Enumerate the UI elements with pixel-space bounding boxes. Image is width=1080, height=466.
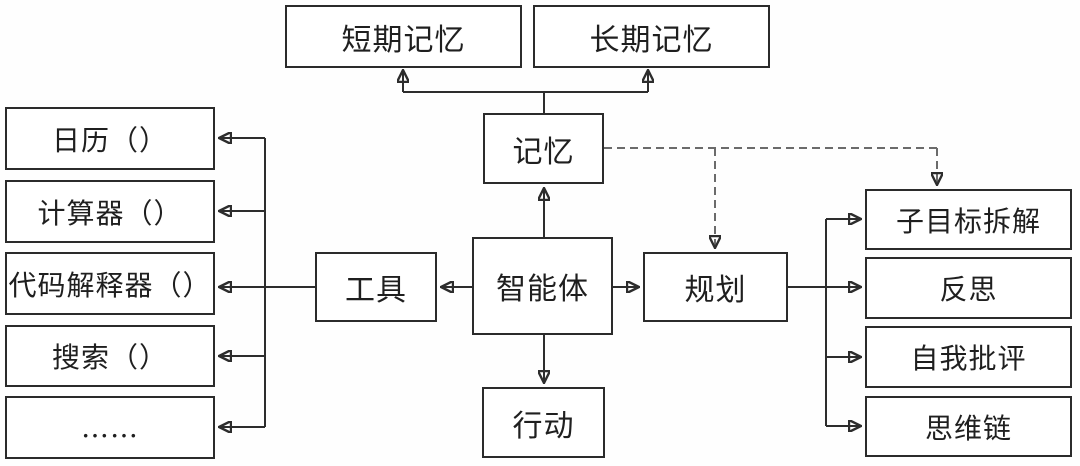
node-planning: 规划 bbox=[643, 252, 788, 322]
node-action: 行动 bbox=[482, 387, 605, 458]
node-agent: 智能体 bbox=[472, 237, 613, 335]
node-long-term-memory: 长期记忆 bbox=[533, 5, 770, 68]
node-memory: 记忆 bbox=[483, 113, 604, 184]
node-planning-chain-of-thought: 思维链 bbox=[865, 396, 1072, 457]
node-tool-search: 搜索（） bbox=[5, 325, 215, 387]
node-tools: 工具 bbox=[315, 252, 437, 322]
node-planning-reflection: 反思 bbox=[865, 257, 1072, 319]
node-tool-calendar: 日历（） bbox=[5, 107, 215, 170]
node-tool-ellipsis: …… bbox=[5, 396, 215, 459]
node-planning-self-criticism: 自我批评 bbox=[865, 326, 1072, 388]
node-tool-code-interpreter: 代码解释器（） bbox=[5, 252, 215, 315]
node-planning-subgoal-decomposition: 子目标拆解 bbox=[865, 189, 1072, 250]
node-short-term-memory: 短期记忆 bbox=[285, 5, 522, 68]
node-tool-calculator: 计算器（） bbox=[5, 180, 215, 243]
